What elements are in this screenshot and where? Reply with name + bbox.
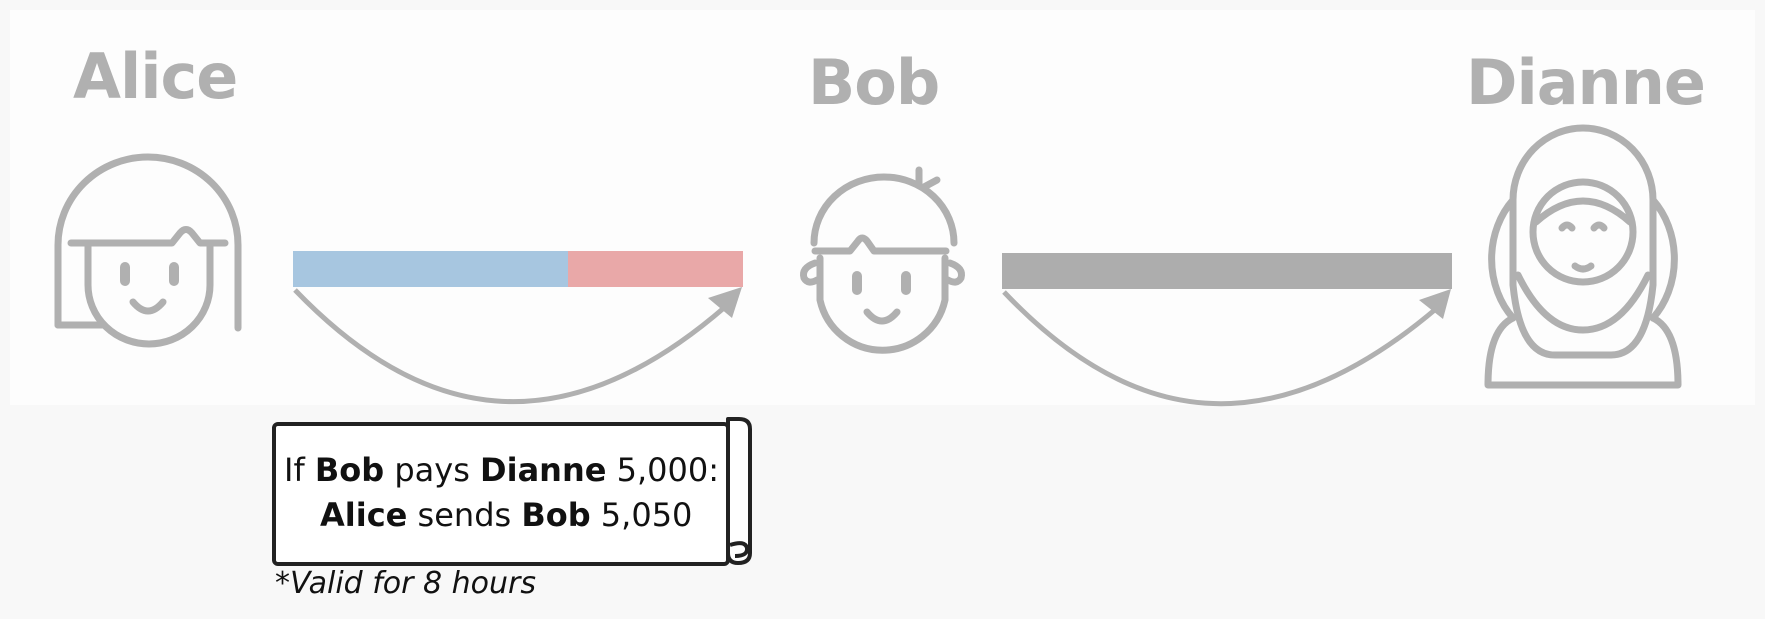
- alice-name-label: Alice: [73, 40, 238, 113]
- bob-avatar-icon: [800, 166, 965, 354]
- contract-action-payee-name: Bob: [521, 496, 591, 534]
- channel-balance-bob-segment: [568, 251, 743, 287]
- channel-alice-bob: [293, 251, 743, 287]
- contract-amount-text: 5,000:: [606, 451, 719, 489]
- contract-scroll-icon: [272, 417, 752, 566]
- contract-action-amount-text: 5,050: [590, 496, 693, 534]
- channel-bob-dianne: [1002, 253, 1452, 289]
- payment-arrow-alice-to-bob: [293, 287, 742, 405]
- contract-verb-text: pays: [384, 451, 481, 489]
- dianne-name-label: Dianne: [1466, 46, 1706, 119]
- diagram-canvas: [10, 10, 1755, 405]
- alice-avatar-icon: [54, 153, 242, 348]
- validity-footnote: *Valid for 8 hours: [275, 566, 536, 601]
- contract-prefix-text: If: [284, 451, 315, 489]
- contract-payee-name: Dianne: [480, 451, 607, 489]
- bob-name-label: Bob: [808, 46, 940, 119]
- dianne-avatar-icon: [1484, 124, 1682, 389]
- payment-arrow-bob-to-dianne: [1002, 289, 1451, 407]
- contract-action-payer-name: Alice: [320, 496, 408, 534]
- contract-action-line: Alice sends Bob 5,050: [320, 496, 692, 534]
- channel-balance-alice-segment: [293, 251, 568, 287]
- contract-payer-name: Bob: [314, 451, 385, 489]
- contract-condition-line: If Bob pays Dianne 5,000:: [284, 451, 719, 489]
- contract-action-verb-text: sends: [407, 496, 522, 534]
